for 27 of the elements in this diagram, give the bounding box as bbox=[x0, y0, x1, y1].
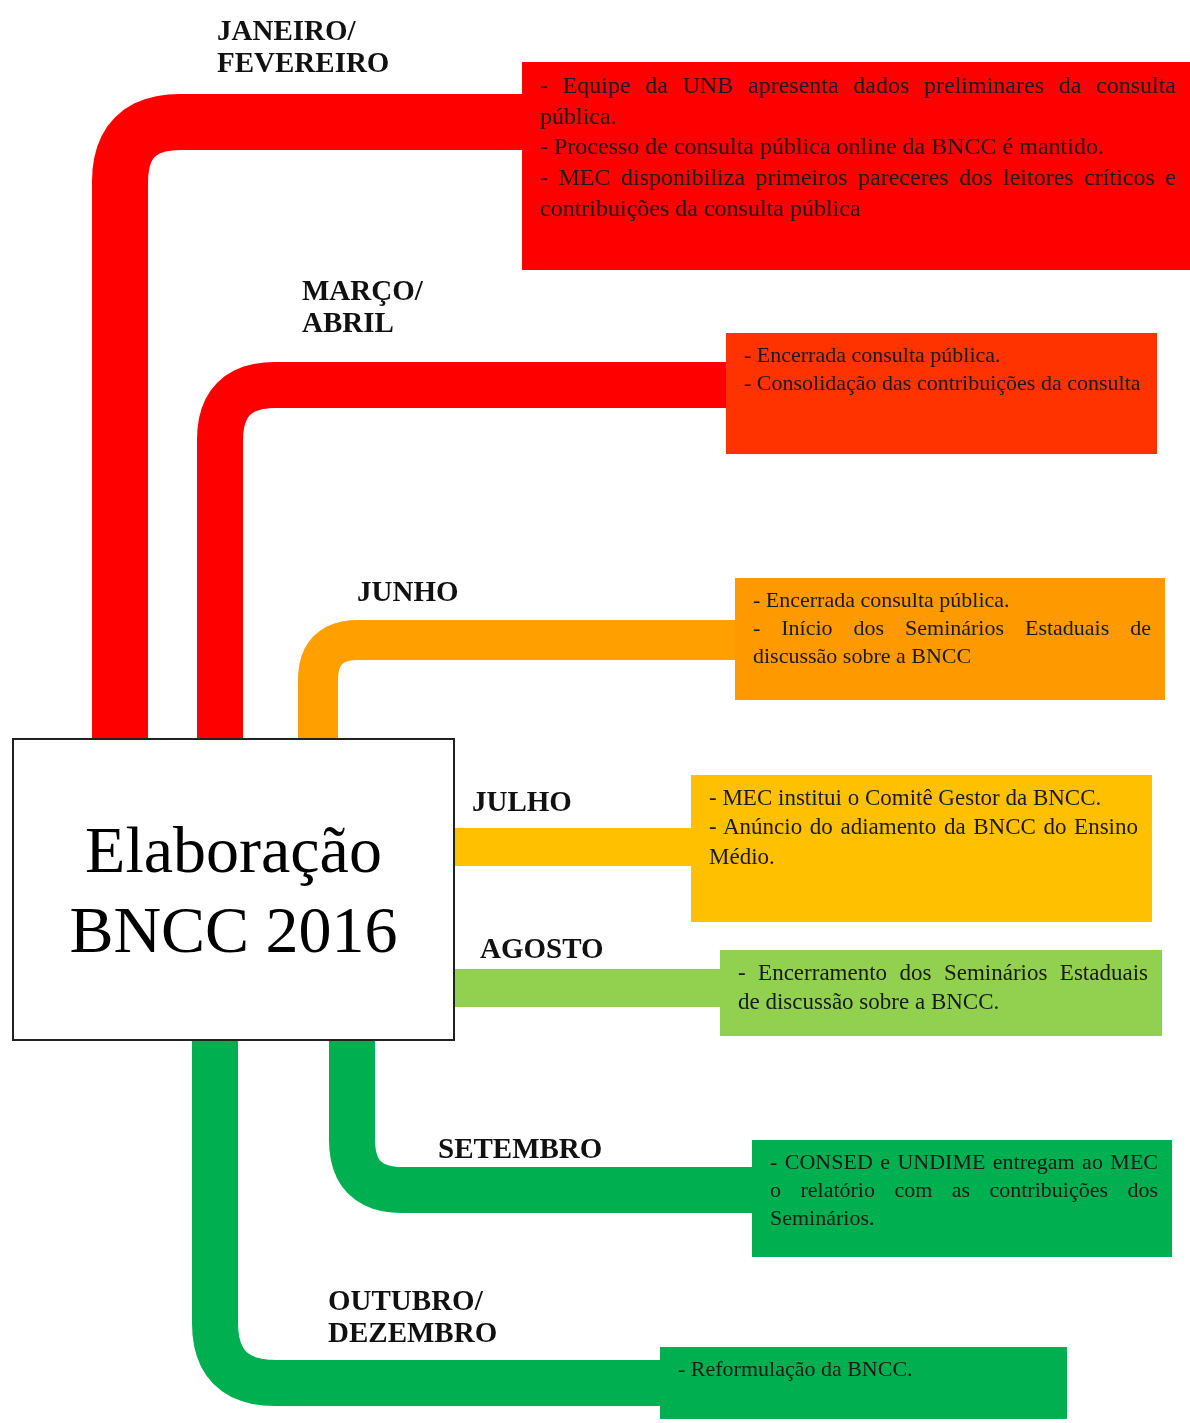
event-text: - Início dos Seminários Estaduais de discussão sobre a BNCC bbox=[753, 614, 1151, 671]
event-text: - Consolidação das contribuições da consulta bbox=[744, 369, 1142, 398]
title-text: Elaboração BNCC 2016 bbox=[68, 812, 399, 968]
event-text: - Encerramento dos Seminários Estaduais de discussão sobre a BNCC. bbox=[738, 959, 1148, 1017]
timeline-band bbox=[455, 969, 720, 1007]
event-text: - MEC disponibiliza primeiros pareceres dos leitores críticos e contribuições da consulta pública bbox=[540, 163, 1176, 223]
timeline-band bbox=[298, 620, 735, 738]
event-box bbox=[720, 950, 1162, 1036]
timeline-band bbox=[197, 362, 726, 738]
event-box bbox=[726, 333, 1157, 454]
event-box bbox=[522, 62, 1190, 270]
timeline-band bbox=[192, 1041, 660, 1406]
timeline-band bbox=[455, 828, 691, 866]
event-text: - Processo de consulta pública online da BNCC é mantido. bbox=[540, 132, 1105, 162]
title-box bbox=[12, 738, 455, 1041]
event-text: - Encerrada consulta pública. bbox=[753, 586, 1011, 614]
event-box bbox=[752, 1140, 1172, 1257]
event-text: - Equipe da UNB apresenta dados preliminares da consulta pública. bbox=[540, 71, 1176, 131]
event-box bbox=[660, 1347, 1067, 1419]
event-box bbox=[691, 775, 1152, 922]
event-text: - Anúncio do adiamento da BNCC do Ensino Médio. bbox=[709, 813, 1138, 871]
event-text: - MEC institui o Comitê Gestor da BNCC. bbox=[709, 784, 1103, 812]
event-text: - CONSED e UNDIME entregam ao MEC o relatório com as contribuições dos Seminários. bbox=[770, 1148, 1158, 1233]
timeline-band bbox=[92, 94, 522, 738]
event-text: - Reformulação da BNCC. bbox=[678, 1355, 914, 1383]
event-text: - Encerrada consulta pública. bbox=[744, 341, 1002, 369]
event-box bbox=[735, 578, 1165, 700]
